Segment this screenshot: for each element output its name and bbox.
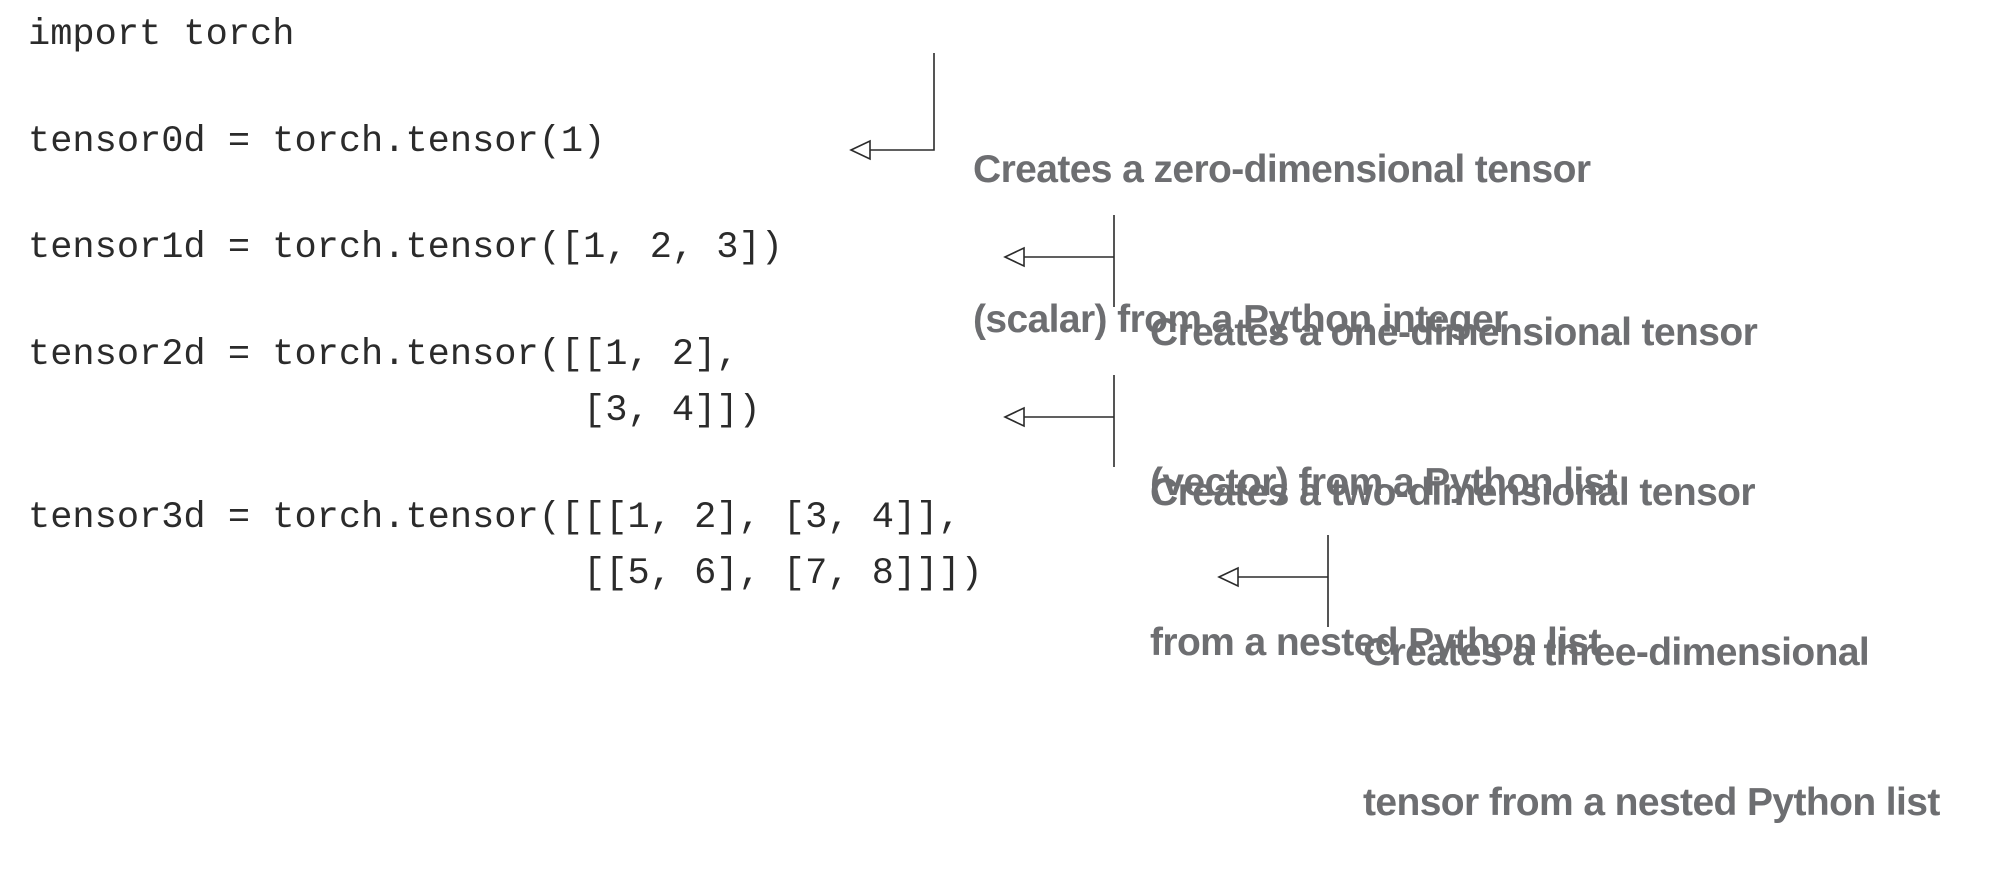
code-line-import: import torch <box>28 14 295 56</box>
code-line-tensor1d: tensor1d = torch.tensor([1, 2, 3]) <box>28 227 783 269</box>
annotation-one-dim-line1: Creates a one-dimensional tensor <box>1150 311 1758 354</box>
annotation-zero-dim: Creates a zero-dimensional tensor (scala… <box>973 45 1591 395</box>
annotation-zero-dim-line2: (scalar) from a Python integer <box>973 298 1508 341</box>
annotation-three-dim-line1: Creates a three-dimensional <box>1363 631 1870 674</box>
annotation-one-dim-line2: (vector) from a Python list <box>1150 461 1618 504</box>
callout-arrow-2 <box>1003 375 1115 467</box>
code-line-tensor2d-row2: [3, 4]]) <box>28 390 761 432</box>
callout-arrow-0 <box>849 53 935 161</box>
annotation-three-dim-line2: tensor from a nested Python list <box>1363 781 1940 824</box>
code-line-tensor0d: tensor0d = torch.tensor(1) <box>28 121 606 163</box>
annotation-three-dim: Creates a three-dimensional tensor from … <box>1363 528 1940 878</box>
annotation-one-dim: Creates a one-dimensional tensor (vector… <box>1150 208 1758 558</box>
code-line-tensor2d-row1: tensor2d = torch.tensor([[1, 2], <box>28 334 739 376</box>
callout-arrow-3 <box>1217 535 1329 627</box>
code-line-tensor3d-row1: tensor3d = torch.tensor([[[1, 2], [3, 4]… <box>28 497 961 539</box>
annotation-two-dim-line1: Creates a two-dimensional tensor <box>1150 471 1756 514</box>
code-line-tensor3d-row2: [[5, 6], [7, 8]]]) <box>28 553 983 595</box>
callout-arrows <box>849 53 1329 627</box>
callout-arrow-1 <box>1003 215 1115 307</box>
annotation-zero-dim-line1: Creates a zero-dimensional tensor <box>973 148 1591 191</box>
